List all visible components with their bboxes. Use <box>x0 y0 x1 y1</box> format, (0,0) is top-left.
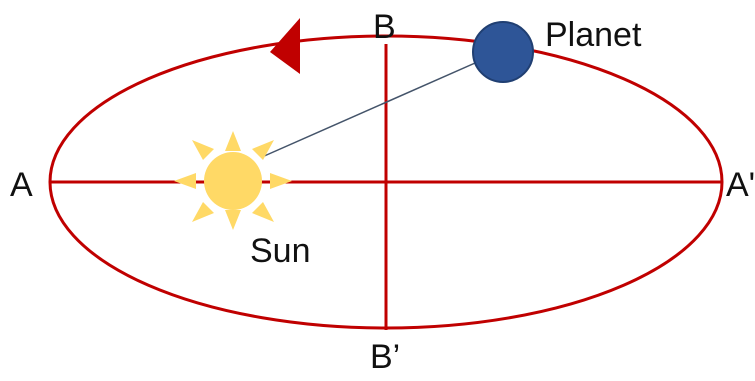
label-b: B <box>373 8 396 46</box>
planet-circle <box>473 22 533 82</box>
sun-ray <box>174 173 196 189</box>
label-a-prime: A' <box>726 166 755 204</box>
direction-arrow-icon <box>270 18 300 74</box>
label-planet: Planet <box>545 16 642 54</box>
sun-ray <box>225 131 241 151</box>
label-sun: Sun <box>250 232 311 270</box>
sun-ray <box>252 202 274 222</box>
sun-icon <box>174 131 292 230</box>
sun-disc <box>204 152 262 210</box>
sun-ray <box>192 140 214 160</box>
sun-ray <box>252 140 274 160</box>
label-b-prime: B’ <box>370 338 400 376</box>
sun-ray <box>270 173 292 189</box>
sun-ray <box>192 202 214 222</box>
label-a: A <box>10 166 33 204</box>
sun-ray <box>225 210 241 230</box>
